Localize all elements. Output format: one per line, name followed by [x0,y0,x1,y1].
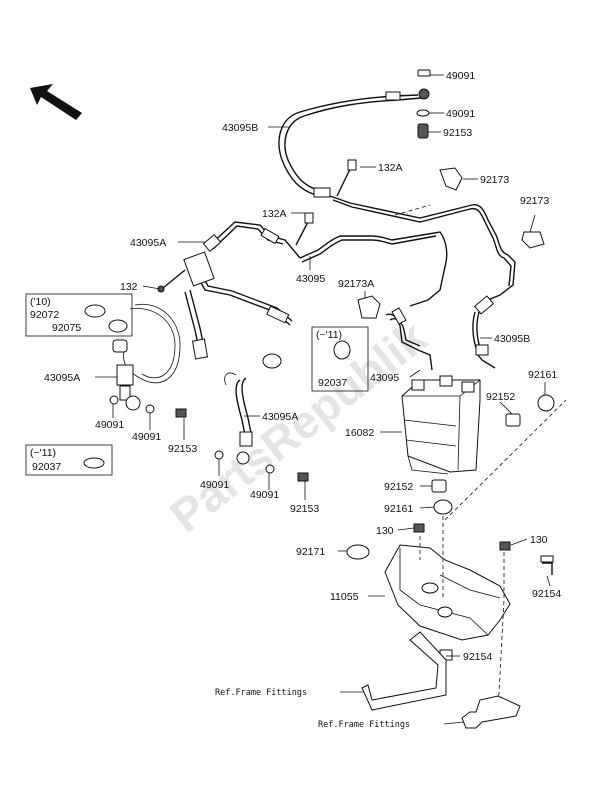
label-92153-bottom: 92153 [290,503,319,515]
abs-bracket [384,399,567,713]
note-box-2011-right: (~'11) [311,326,369,392]
label-92171: 92171 [296,546,325,558]
label-92161-b: 92161 [384,503,413,515]
label-43095B-top: 43095B [222,122,258,134]
label-49091-l1: 49091 [95,419,124,431]
label-11055: 11055 [330,591,359,603]
label-130-a: 130 [376,525,394,537]
note-box-2010: ('10) [25,293,133,337]
abs-unit [401,375,481,475]
label-49091-mid: 49091 [446,108,475,120]
label-16082: 16082 [345,427,374,439]
label-49091-l2: 49091 [132,431,161,443]
label-132A-b: 132A [262,208,287,220]
small-parts [83,69,555,661]
part-labels: 49091 43095B 49091 92153 132A 92173 132A… [30,70,561,730]
front-direction-arrow-icon [30,84,82,120]
label-49091-b1: 49091 [200,479,229,491]
label-92173-b: 92173 [520,195,549,207]
label-92153-top: 92153 [443,127,472,139]
label-92072: 92072 [30,309,59,321]
label-43095B-right: 43095B [494,333,530,345]
label-92153-left: 92153 [168,443,197,455]
label-43095A-mid: 43095A [262,411,298,423]
label-ref-frame-fittings-2: Ref.Frame Fittings [318,720,410,730]
label-92173A: 92173A [338,278,374,290]
label-43095A-top: 43095A [130,237,166,249]
note-box-2011-left: (~'11) [25,444,113,476]
note-year-2011-left: (~'11) [30,447,56,459]
brake-hoses [116,91,516,465]
label-92154-a: 92154 [532,588,561,600]
label-ref-frame-fittings-1: Ref.Frame Fittings [215,688,307,698]
label-43095A-left: 43095A [44,372,80,384]
label-49091-b2: 49091 [250,489,279,501]
leader-lines [95,74,551,725]
note-year-2010: ('10) [30,296,51,308]
label-92161-a: 92161 [528,369,557,381]
label-92037-box: 92037 [318,377,347,389]
frame-fittings [361,631,521,729]
note-year-2011-right: (~'11) [316,329,342,341]
label-49091-top: 49091 [446,70,475,82]
label-92152-a: 92152 [486,391,515,403]
label-43095: 43095 [296,273,325,285]
label-92152-b: 92152 [384,481,413,493]
label-130-b: 130 [530,534,548,546]
label-92037-left: 92037 [32,461,61,473]
label-43095-mid: 43095 [370,372,399,384]
label-132A-a: 132A [378,162,403,174]
label-92173-a: 92173 [480,174,509,186]
label-92075: 92075 [52,322,81,334]
label-132: 132 [120,281,138,293]
label-92154-b: 92154 [463,651,492,663]
